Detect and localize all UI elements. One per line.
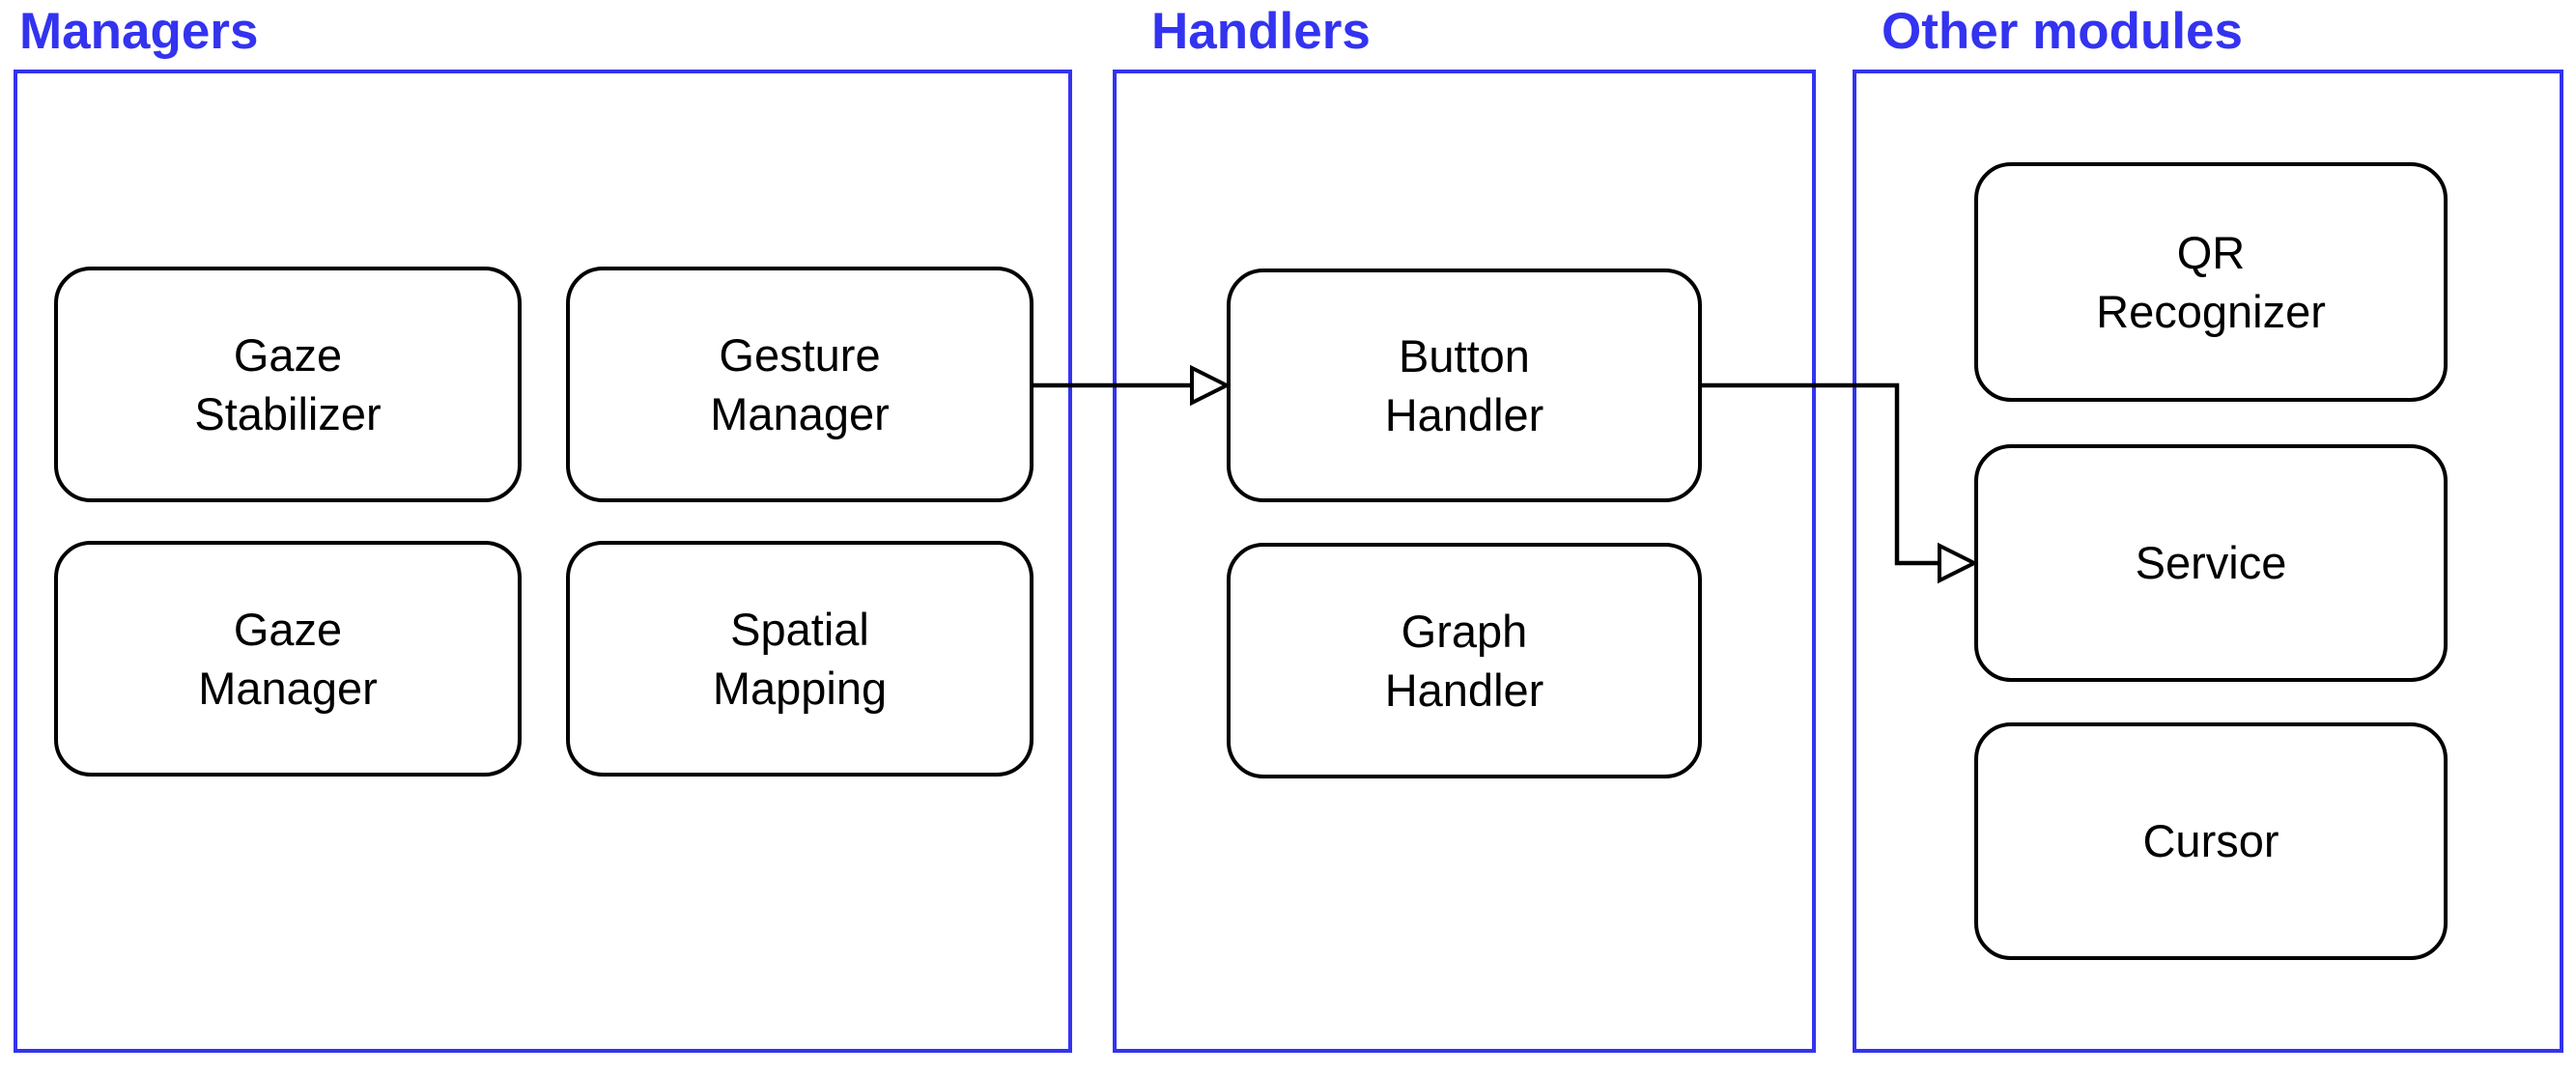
node-cursor: Cursor	[1974, 722, 2448, 960]
node-gaze-manager: Gaze Manager	[54, 541, 522, 777]
node-button-handler: Button Handler	[1227, 268, 1702, 502]
node-qr-recognizer: QR Recognizer	[1974, 162, 2448, 402]
node-spatial-mapping: Spatial Mapping	[566, 541, 1033, 777]
node-graph-handler: Graph Handler	[1227, 543, 1702, 778]
node-label-line: Gesture	[719, 328, 881, 381]
node-label-line: Manager	[710, 388, 890, 439]
node-label-line: Mapping	[712, 663, 888, 714]
node-label-line: Button	[1399, 329, 1530, 382]
node-label-line: Gaze	[233, 328, 343, 381]
section-managers-container	[14, 70, 1072, 1053]
node-label-line: Cursor	[2142, 815, 2279, 867]
node-label-line: QR	[2176, 226, 2246, 278]
node-label-line: Graph	[1401, 605, 1528, 657]
node-label-line: Handler	[1384, 664, 1544, 716]
section-label-managers: Managers	[19, 3, 259, 60]
node-label-line: Spatial	[730, 603, 869, 655]
node-gesture-manager: Gesture Manager	[566, 267, 1033, 502]
node-label-line: Gaze	[233, 603, 343, 655]
node-label-line: Recognizer	[2096, 286, 2326, 337]
section-label-handlers: Handlers	[1151, 3, 1371, 60]
node-label-line: Handler	[1384, 389, 1544, 440]
node-label-line: Stabilizer	[194, 388, 382, 439]
node-label-line: Service	[2135, 537, 2287, 589]
node-service: Service	[1974, 444, 2448, 682]
section-label-other-modules: Other modules	[1882, 3, 2244, 60]
node-gaze-stabilizer: Gaze Stabilizer	[54, 267, 522, 502]
node-label-line: Manager	[198, 663, 378, 714]
